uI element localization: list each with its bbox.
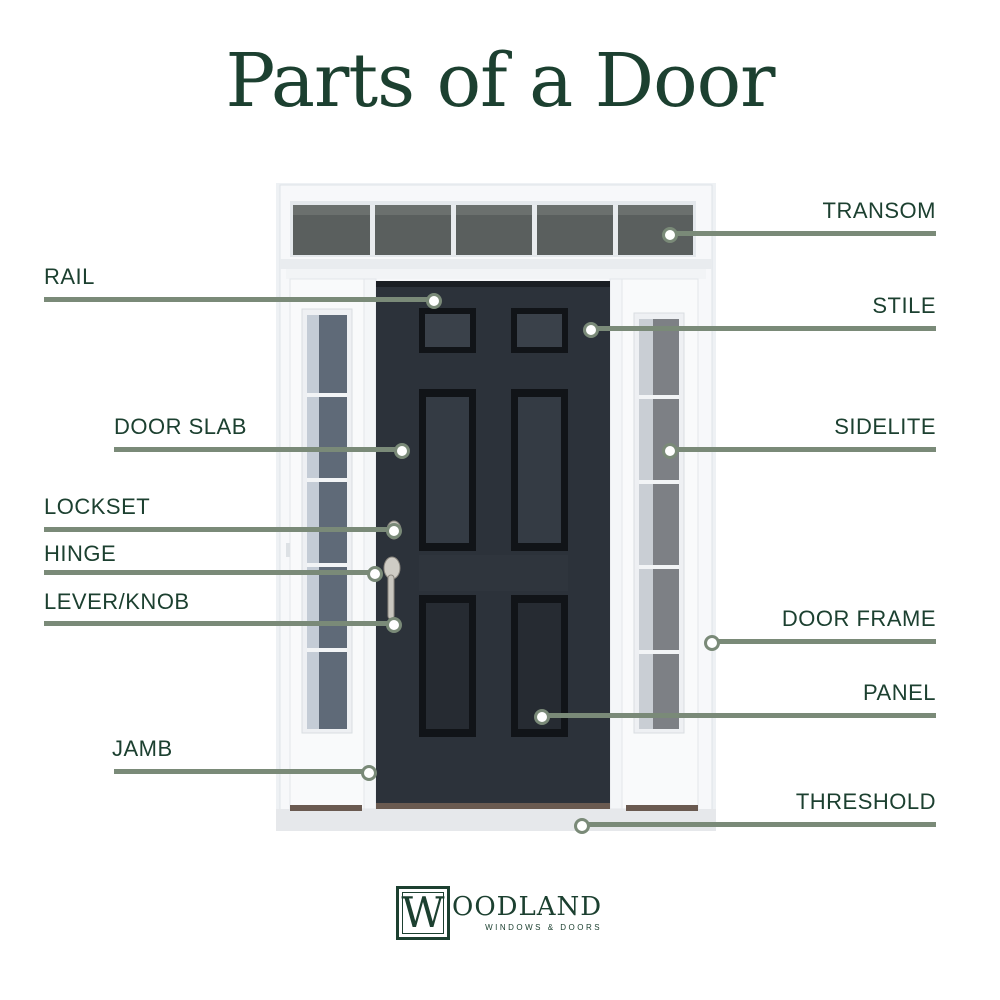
label-transom: TRANSOM — [822, 198, 936, 223]
marker-dot-transom[interactable] — [662, 227, 678, 243]
marker-dot-panel[interactable] — [534, 709, 550, 725]
label-lockset: LOCKSET — [44, 494, 151, 519]
leader-line-lever-knob — [44, 621, 392, 626]
leader-line-threshold — [581, 822, 936, 827]
marker-dot-lockset[interactable] — [386, 523, 402, 539]
logo-monogram-box: W — [396, 886, 450, 940]
label-sidelite: SIDELITE — [834, 414, 936, 439]
label-hinge: HINGE — [44, 541, 117, 566]
logo-name: OODLAND — [452, 892, 603, 922]
leader-line-door-frame — [712, 639, 936, 644]
logo-initial: W — [401, 888, 445, 937]
marker-dot-threshold[interactable] — [574, 818, 590, 834]
marker-dot-lever-knob[interactable] — [386, 617, 402, 633]
marker-dot-stile[interactable] — [583, 322, 599, 338]
label-panel: PANEL — [862, 680, 936, 705]
logo-tagline: WINDOWS & DOORS — [485, 923, 603, 932]
leader-line-panel — [541, 713, 936, 718]
marker-dot-sidelite[interactable] — [662, 443, 678, 459]
leader-line-hinge — [44, 570, 374, 575]
marker-dot-door-slab[interactable] — [394, 443, 410, 459]
label-threshold: THRESHOLD — [795, 789, 936, 814]
right-sidelite — [621, 278, 699, 810]
page-title: Parts of a Door — [225, 38, 775, 124]
transom-window — [290, 201, 696, 257]
leader-line-stile — [590, 326, 936, 331]
leader-line-transom — [670, 231, 936, 236]
leader-line-jamb — [114, 769, 368, 774]
marker-dot-door-frame[interactable] — [704, 635, 720, 651]
leader-line-sidelite — [670, 447, 936, 452]
woodland-logo: W OODLAND WINDOWS & DOORS — [396, 886, 602, 940]
leader-line-rail — [44, 297, 432, 302]
door-slab — [376, 281, 610, 809]
label-door-slab: DOOR SLAB — [114, 414, 247, 439]
label-lever-knob: LEVER/KNOB — [44, 589, 190, 614]
door-illustration — [276, 183, 716, 831]
label-jamb: JAMB — [112, 736, 173, 761]
leader-line-door-slab — [114, 447, 400, 452]
marker-dot-hinge[interactable] — [367, 566, 383, 582]
label-stile: STILE — [872, 293, 936, 318]
left-sidelite — [286, 278, 365, 810]
label-rail: RAIL — [44, 264, 95, 289]
leader-line-lockset — [44, 527, 392, 532]
marker-dot-jamb[interactable] — [361, 765, 377, 781]
marker-dot-rail[interactable] — [426, 293, 442, 309]
label-door-frame: DOOR FRAME — [781, 606, 936, 631]
